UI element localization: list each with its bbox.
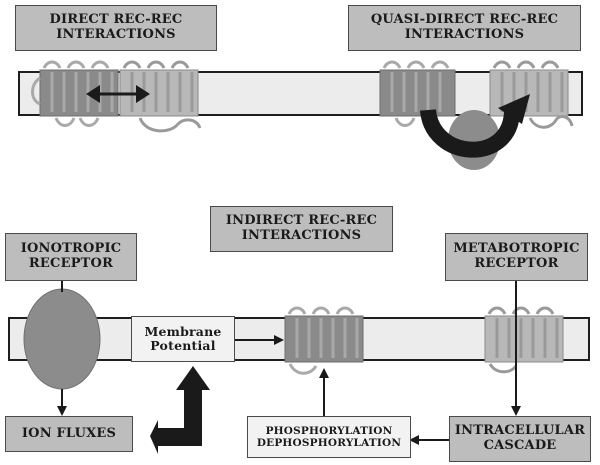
cascade-label-line1: INTRACELLULAR: [454, 423, 586, 439]
metabotropic-receptor-label: METABOTROPIC RECEPTOR: [445, 233, 588, 281]
phosphorylation-line1: PHOSPHORYLATION: [265, 424, 393, 437]
direct-interactions-label: DIRECT REC-REC INTERACTIONS: [15, 5, 217, 51]
ionotropic-receptor-shape: [23, 288, 101, 390]
quasi-receptor-left: [379, 60, 456, 127]
membrane-potential-line2: Potential: [150, 338, 216, 353]
cascade-label-line2: CASCADE: [483, 438, 557, 453]
quasi-label-line2: INTERACTIONS: [404, 27, 525, 42]
quasi-curved-arrow: [420, 94, 530, 158]
bent-double-arrow: [150, 366, 210, 454]
indirect-interactions-label: INDIRECT REC-REC INTERACTIONS: [210, 206, 393, 252]
direct-label-line1: DIRECT REC-REC: [49, 12, 183, 28]
quasi-label-line1: QUASI-DIRECT REC-REC: [370, 12, 559, 28]
phosphorylation-box: PHOSPHORYLATION DEPHOSPHORYLATION: [247, 416, 411, 458]
direct-double-arrow: [86, 85, 150, 103]
direct-receptor-right: [119, 60, 202, 133]
quasi-receptor-right: [489, 60, 574, 129]
ion-fluxes-text: ION FLUXES: [21, 425, 117, 441]
membrane-potential-line1: Membrane: [144, 323, 222, 339]
ionotropic-label-line2: RECEPTOR: [28, 256, 114, 271]
metabotropic-label-line2: RECEPTOR: [474, 256, 559, 271]
indirect-label-line1: INDIRECT REC-REC: [225, 213, 378, 229]
quasi-direct-interactions-label: QUASI-DIRECT REC-REC INTERACTIONS: [348, 5, 581, 51]
ion-fluxes-label: ION FLUXES: [5, 416, 133, 452]
intracellular-cascade-label: INTRACELLULAR CASCADE: [449, 416, 591, 462]
ionotropic-label-line1: IONOTROPIC: [20, 241, 122, 257]
indirect-label-line2: INTERACTIONS: [241, 228, 362, 243]
indirect-receptor-right: [484, 306, 564, 374]
indirect-receptor-middle: [284, 306, 364, 375]
phosphorylation-line2: DEPHOSPHORYLATION: [256, 437, 402, 449]
direct-label-line2: INTERACTIONS: [56, 27, 176, 42]
ionotropic-receptor-label: IONOTROPIC RECEPTOR: [5, 233, 137, 281]
metabotropic-label-line1: METABOTROPIC: [453, 241, 580, 257]
membrane-potential-box: Membrane Potential: [131, 316, 235, 362]
